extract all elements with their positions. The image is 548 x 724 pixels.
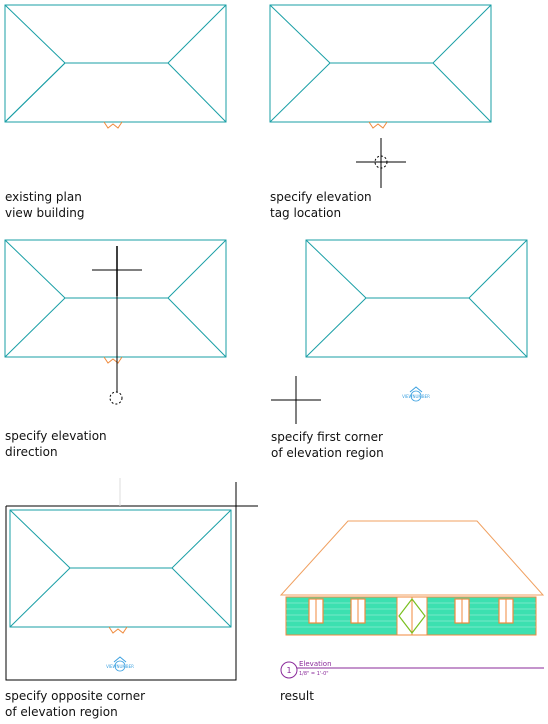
caption-step-5: specify opposite corner of elevation reg…: [5, 689, 146, 719]
building-outline: [305, 239, 528, 358]
roof-hip-lines-top: [4, 239, 227, 299]
elevation-region-rubberband: [5, 505, 237, 681]
roof-hip-line: [432, 62, 492, 123]
door-marker: [368, 121, 388, 129]
building-outline: [269, 4, 492, 123]
building-outline: [4, 239, 227, 358]
roof-hip-line: [468, 297, 528, 358]
view-scale: 1/8" = 1'-0": [299, 671, 329, 677]
elevation-tag: VIEWNUMBER: [402, 386, 430, 402]
roof-hip-lines-top: [9, 509, 232, 569]
roof-hip-line: [269, 62, 331, 123]
elevation-tag-label: VIEWNUMBER: [402, 394, 430, 399]
roof-hip-line: [9, 567, 71, 628]
door-marker: [103, 356, 123, 364]
door-diamond: [398, 598, 426, 634]
door-marker: [103, 121, 123, 129]
caption-step-4: specify first corner of elevation region: [271, 430, 384, 460]
roof-hip-lines-top: [305, 239, 528, 299]
door-marker: [108, 626, 128, 634]
caption-step-2: specify elevation tag location: [270, 190, 372, 220]
roof-hip-lines-top: [4, 4, 227, 64]
caption-step-3: specify elevation direction: [5, 429, 107, 459]
panel-elevation-direction: [4, 239, 227, 405]
view-title: Elevation: [299, 660, 332, 668]
panel-opposite-corner: VIEWNUMBER: [5, 478, 258, 681]
elevation-title-label: 1 Elevation 1/8" = 1'-0": [280, 660, 544, 679]
elevation-tag-label: VIEWNUMBER: [106, 664, 134, 669]
tag-placement-circle: [374, 155, 388, 169]
panel-first-corner: VIEWNUMBER: [271, 239, 528, 424]
panel-existing-plan: [4, 4, 227, 129]
elevation-tag: VIEWNUMBER: [106, 656, 134, 672]
panel-result: 1 Elevation 1/8" = 1'-0": [279, 520, 545, 679]
elevation-roof: [279, 520, 545, 596]
roof-hip-line: [167, 62, 227, 123]
roof-hip-line: [167, 297, 227, 358]
crosshair-cursor: [208, 482, 258, 540]
crosshair-cursor: [356, 138, 406, 188]
roof-hip-lines-top: [269, 4, 492, 64]
crosshair-cursor: [271, 376, 321, 424]
roof-hip-line: [305, 297, 367, 358]
building-outline: [4, 4, 227, 123]
building-outline: [9, 509, 232, 628]
caption-step-6: result: [280, 689, 314, 703]
roof-hip-line: [171, 567, 232, 628]
caption-step-1: existing plan view building: [5, 190, 85, 220]
roof-hip-line: [4, 62, 66, 123]
roof-hip-line: [4, 297, 66, 358]
panel-tag-location: [269, 4, 492, 188]
view-number-bubble: [280, 661, 298, 679]
tag-placement-circle: [109, 391, 123, 405]
view-number: 1: [286, 666, 291, 675]
